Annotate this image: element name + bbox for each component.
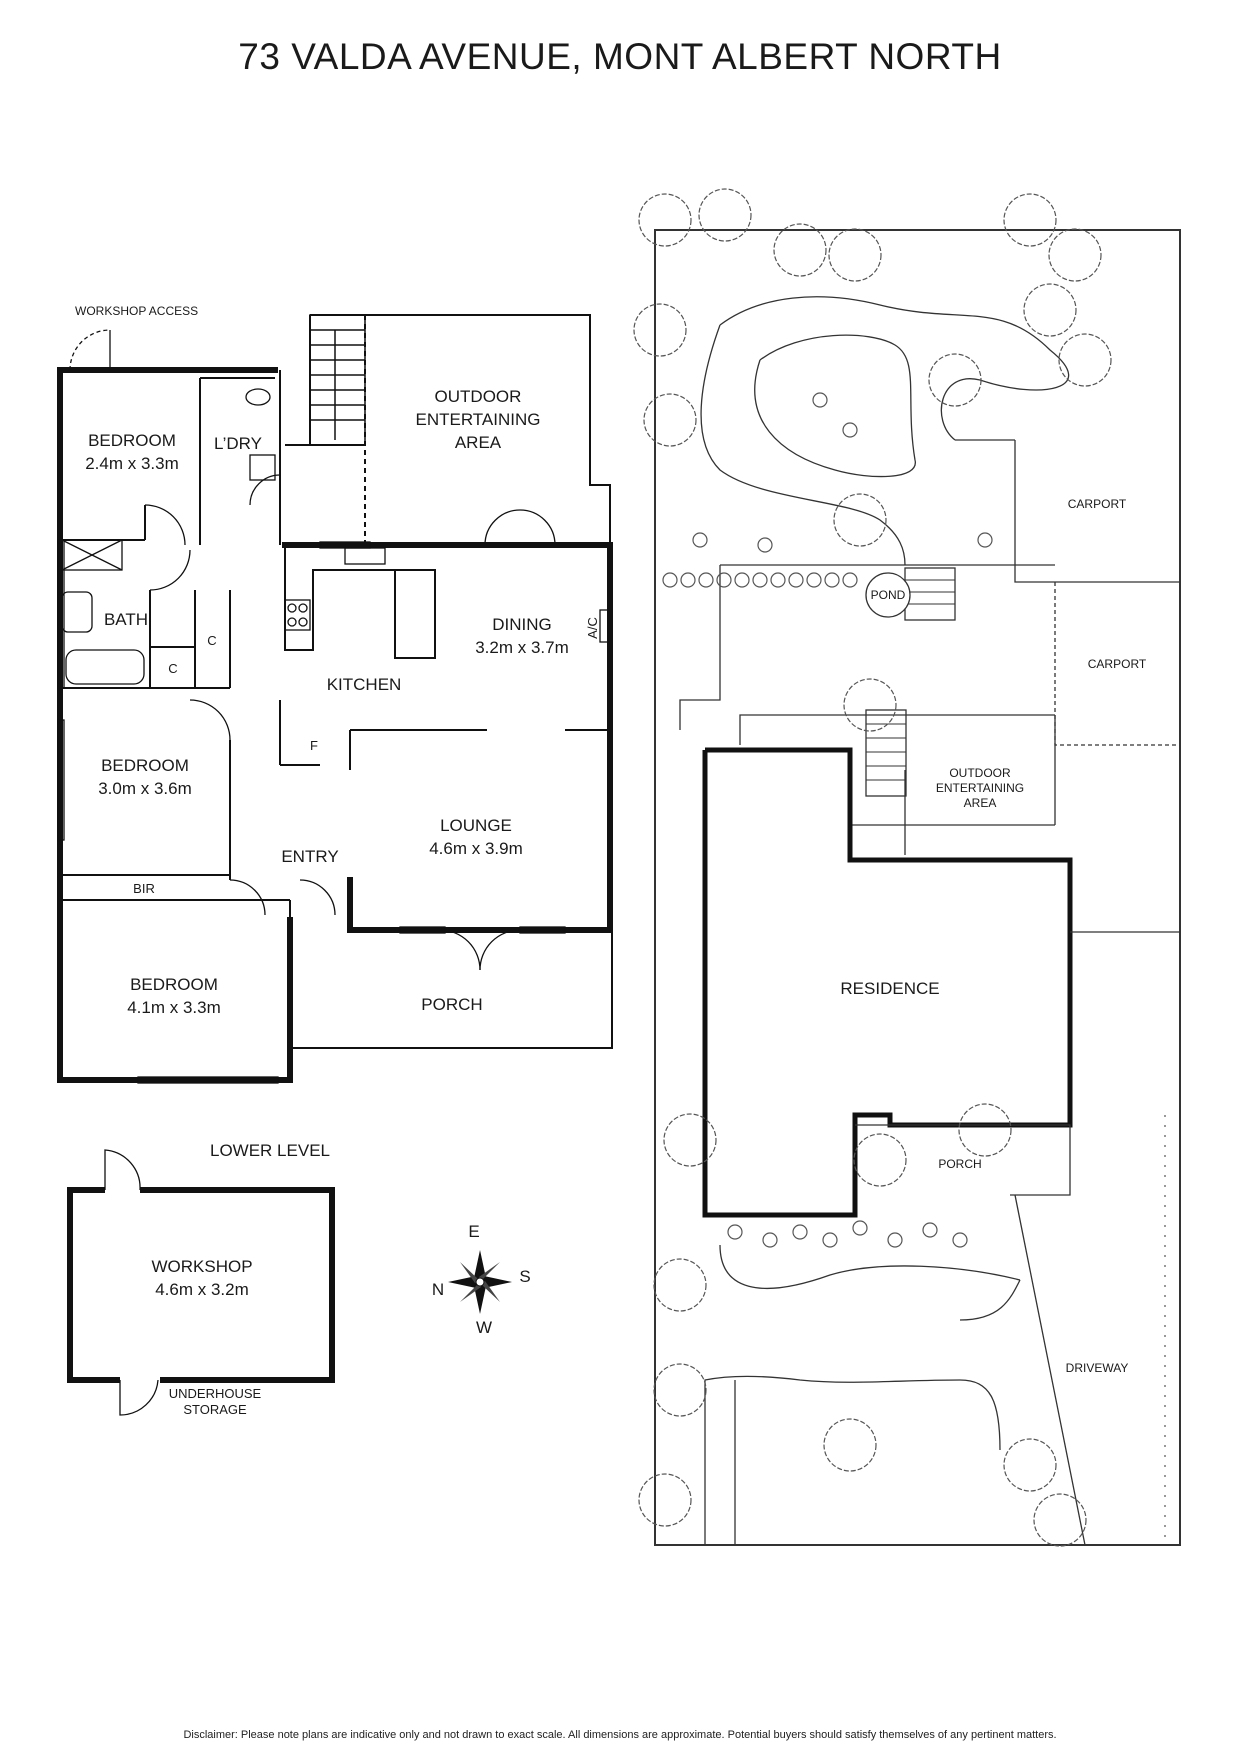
workshop-access-label: WORKSHOP ACCESS xyxy=(75,304,198,318)
bedroom-3-label: BEDROOM xyxy=(130,975,218,994)
porch-label: PORCH xyxy=(421,995,482,1014)
lounge-label: LOUNGE xyxy=(440,816,512,835)
site-outdoor-line2: ENTERTAINING xyxy=(936,781,1024,795)
compass-west: W xyxy=(476,1318,492,1337)
compass-east: E xyxy=(468,1222,479,1241)
compass-south: S xyxy=(519,1267,530,1286)
cupboard-2-label: C xyxy=(168,661,177,676)
floor-plan xyxy=(57,314,613,1084)
bedroom-1-label: BEDROOM xyxy=(88,431,176,450)
lounge-size: 4.6m x 3.9m xyxy=(429,839,523,858)
bir-label: BIR xyxy=(133,881,155,896)
outdoor-area-line3: AREA xyxy=(455,433,502,452)
pond-label: POND xyxy=(871,588,906,602)
entry-label: ENTRY xyxy=(281,847,338,866)
residence-label: RESIDENCE xyxy=(840,979,939,998)
disclaimer: Disclaimer: Please note plans are indica… xyxy=(183,1729,1057,1741)
site-outdoor-line1: OUTDOOR xyxy=(949,766,1011,780)
outdoor-area-line1: OUTDOOR xyxy=(435,387,522,406)
site-shrubs xyxy=(662,392,993,1248)
workshop-label: WORKSHOP xyxy=(151,1257,252,1276)
driveway-label: DRIVEWAY xyxy=(1066,1361,1129,1375)
bedroom-1-size: 2.4m x 3.3m xyxy=(85,454,179,473)
lower-level-plan xyxy=(67,1149,335,1416)
compass-north: N xyxy=(432,1280,444,1299)
outdoor-area-line2: ENTERTAINING xyxy=(416,410,541,429)
compass-rose xyxy=(448,1250,512,1314)
dining-label: DINING xyxy=(492,615,552,634)
laundry-label: L’DRY xyxy=(214,434,262,453)
carport-2-label: CARPORT xyxy=(1088,657,1147,671)
pond-shape xyxy=(865,572,911,618)
ac-label: A/C xyxy=(585,617,600,639)
carport-1-label: CARPORT xyxy=(1068,497,1127,511)
kitchen-label: KITCHEN xyxy=(327,675,402,694)
bedroom-3-size: 4.1m x 3.3m xyxy=(127,998,221,1017)
dining-size: 3.2m x 3.7m xyxy=(475,638,569,657)
site-plan xyxy=(654,229,1181,1546)
storage-label-line2: STORAGE xyxy=(183,1402,247,1417)
storage-label-line1: UNDERHOUSE xyxy=(169,1386,262,1401)
fridge-label: F xyxy=(310,738,318,753)
site-porch-label: PORCH xyxy=(938,1157,981,1171)
bedroom-2-label: BEDROOM xyxy=(101,756,189,775)
lower-level-heading: LOWER LEVEL xyxy=(210,1141,330,1160)
bath-label: BATH xyxy=(104,610,148,629)
workshop-size: 4.6m x 3.2m xyxy=(155,1280,249,1299)
site-outdoor-line3: AREA xyxy=(964,796,997,810)
bedroom-2-size: 3.0m x 3.6m xyxy=(98,779,192,798)
page-title: 73 VALDA AVENUE, MONT ALBERT NORTH xyxy=(238,36,1002,77)
cupboard-1-label: C xyxy=(207,633,216,648)
